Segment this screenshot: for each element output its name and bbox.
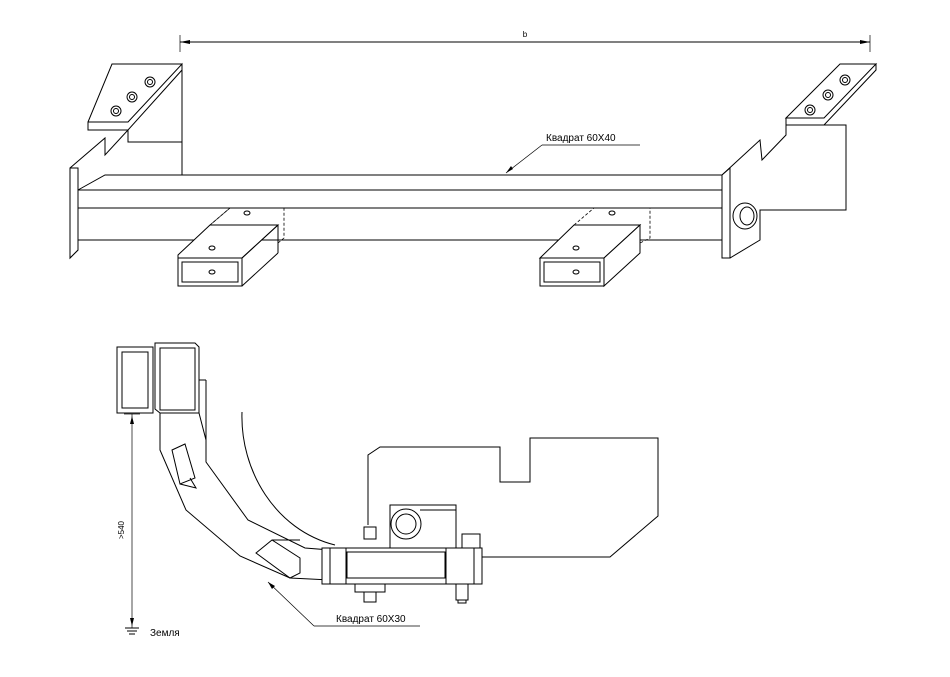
bumper-profiles <box>116 342 207 440</box>
tow-bar-side-view: >540 Земля Квадрат 60X30 <box>116 342 659 639</box>
side-bracket-arm <box>159 412 331 581</box>
left-support-tube <box>177 207 285 287</box>
ground-symbol: Земля <box>125 627 180 639</box>
tube-60x30-callout: Квадрат 60X30 <box>267 581 420 627</box>
width-dimension-label: b <box>523 30 528 39</box>
tow-bar-perspective-view: b <box>69 30 878 288</box>
left-mounting-bracket <box>69 62 183 260</box>
width-dimension: b <box>179 30 871 52</box>
ground-label: Земля <box>150 628 180 639</box>
height-dimension: >540 <box>117 413 140 628</box>
tube-60x30-label: Квадрат 60X30 <box>336 614 406 625</box>
hitch-assembly <box>321 504 483 604</box>
right-mounting-bracket <box>721 63 878 259</box>
tube-60x40-label: Квадрат 60X40 <box>546 133 616 144</box>
vehicle-frame-outline <box>367 437 659 558</box>
height-dimension-label: >540 <box>117 520 126 539</box>
right-support-tube <box>538 207 651 288</box>
tube-60x40-callout: Квадрат 60X40 <box>505 133 640 174</box>
wheel-arch-curve <box>241 411 336 546</box>
